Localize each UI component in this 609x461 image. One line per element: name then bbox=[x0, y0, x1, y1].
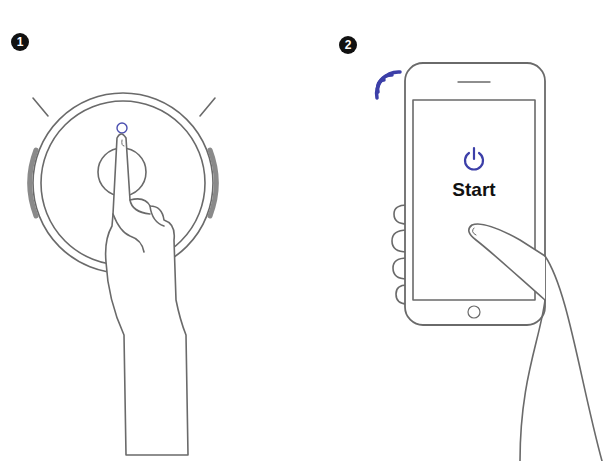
thumb bbox=[113, 214, 144, 252]
hand-pressing bbox=[106, 134, 188, 455]
home-button bbox=[468, 306, 480, 318]
side-brush bbox=[33, 98, 48, 116]
bumper bbox=[30, 150, 36, 216]
nail bbox=[122, 140, 124, 146]
knuckle bbox=[130, 200, 150, 214]
phone-body bbox=[405, 63, 545, 325]
power-button bbox=[117, 123, 127, 133]
callout-number: 2 bbox=[339, 36, 357, 54]
nail bbox=[472, 228, 476, 235]
arm-edge bbox=[520, 300, 545, 461]
holding-hand bbox=[469, 224, 602, 461]
hand-edge bbox=[545, 256, 602, 461]
callout-number: 1 bbox=[11, 33, 29, 51]
button-label: Start bbox=[452, 179, 495, 201]
power-icon bbox=[461, 145, 487, 173]
knuckle bbox=[150, 206, 164, 226]
hand bbox=[106, 134, 188, 455]
bumper bbox=[210, 150, 216, 216]
side-brush bbox=[200, 98, 215, 116]
wifi-symbol bbox=[377, 72, 400, 98]
thumb bbox=[469, 224, 545, 300]
phone-screen-content: Start bbox=[413, 100, 535, 300]
phone-speaker bbox=[458, 81, 490, 82]
